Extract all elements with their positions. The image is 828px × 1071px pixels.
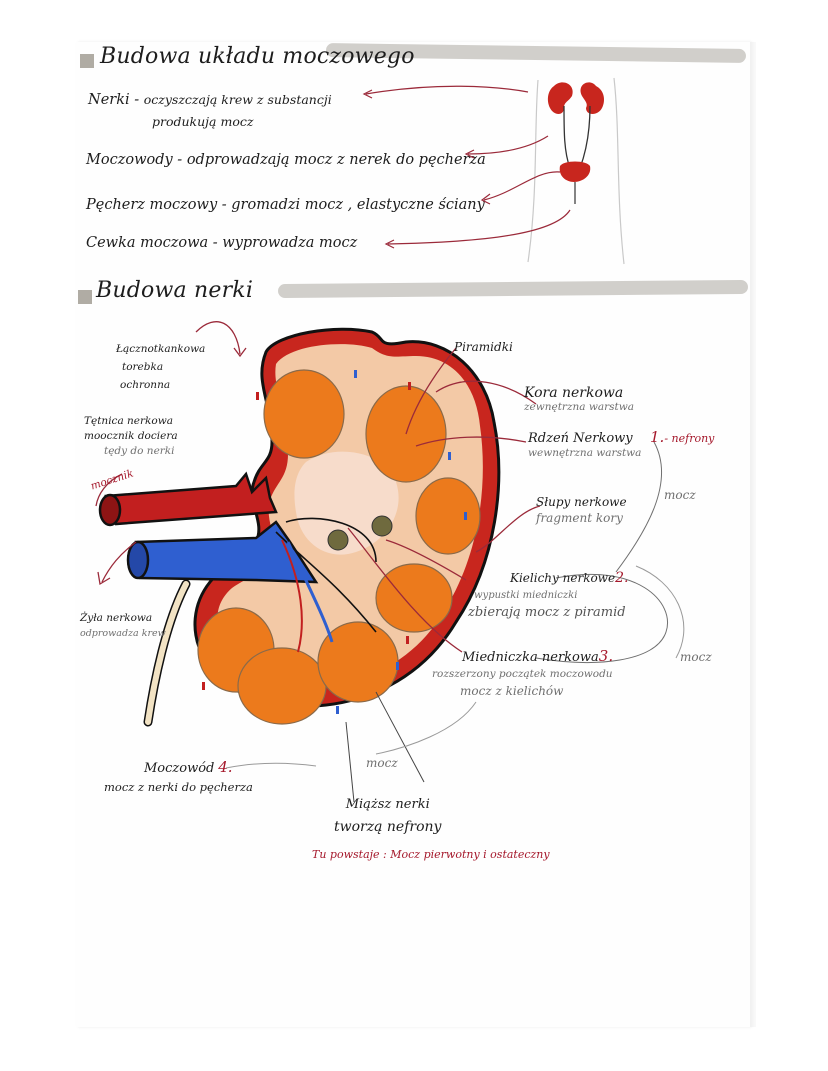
- label-flow-2: mocz: [680, 650, 712, 664]
- urinary-system-figure: [362, 77, 625, 265]
- label-renal-vein: Żyła nerkowa odprowadza krew: [80, 612, 166, 639]
- kidney-right-icon: [580, 82, 604, 114]
- term-kidneys-line2: produkują mocz: [152, 114, 254, 129]
- pyramids-icon: [197, 369, 481, 725]
- label-renal-columns: Słupy nerkowe fragment kory: [536, 495, 627, 525]
- bladder-icon: [559, 161, 591, 182]
- calyx-icon: [371, 515, 393, 537]
- label-renal-artery: Tętnica nerkowa moocznik dociera tędy do…: [84, 415, 178, 457]
- kidney-left-icon: [547, 82, 573, 114]
- term: Nerki: [88, 92, 130, 108]
- notebook-page: Budowa układu moczowego Nerki - oczyszcz…: [76, 42, 756, 1027]
- section-heading-urinary-system: Budowa układu moczowego: [100, 44, 415, 69]
- heading-bullet-2: [78, 290, 92, 304]
- label-medulla: Rdzeń Nerkowy wewnętrzna warstwa: [528, 431, 642, 460]
- term-urethra: Cewka moczowa - wyprowadza mocz: [86, 235, 358, 251]
- definition: oczyszczają krew z substancji: [143, 92, 332, 107]
- label-flow-3: mocz: [366, 756, 398, 770]
- label-ureter: Moczowód 4. mocz z nerki do pęcherza: [104, 758, 253, 794]
- label-urine-formed-here: Tu powstaje : Mocz pierwotny i ostateczn…: [312, 848, 550, 861]
- section-heading-kidney: Budowa nerki: [96, 278, 254, 303]
- label-renal-pelvis: Miedniczka nerkowa3. rozszerzony począte…: [432, 647, 614, 699]
- label-parenchyma: Miąższ nerki tworzą nefrony: [334, 797, 442, 835]
- heading-bullet-1: [80, 54, 94, 68]
- calyx-icon: [327, 529, 349, 551]
- kidney-cross-section-figure: [95, 321, 685, 803]
- term-kidneys: Nerki - oczyszczają krew z substancji: [88, 92, 332, 108]
- label-cortex: Kora nerkowa zewnętrzna warstwa: [524, 385, 634, 413]
- renal-artery-icon: [104, 471, 278, 526]
- term-bladder: Pęcherz moczowy - gromadzi mocz , elasty…: [86, 197, 485, 213]
- renal-vein-icon: [134, 520, 319, 584]
- label-capsule: Łącznotkankowa torebka ochronna: [116, 343, 206, 391]
- label-flow-1: mocz: [664, 488, 696, 502]
- label-medulla-number: 1.- nefrony: [650, 428, 715, 446]
- term-ureters: Moczowody - odprowadzają mocz z nerek do…: [86, 152, 486, 168]
- label-calyces: Kielichy nerkowe2. wypustki miedniczki z…: [468, 570, 629, 620]
- label-pyramids: Piramidki: [454, 340, 513, 354]
- page-edge: [750, 42, 756, 1027]
